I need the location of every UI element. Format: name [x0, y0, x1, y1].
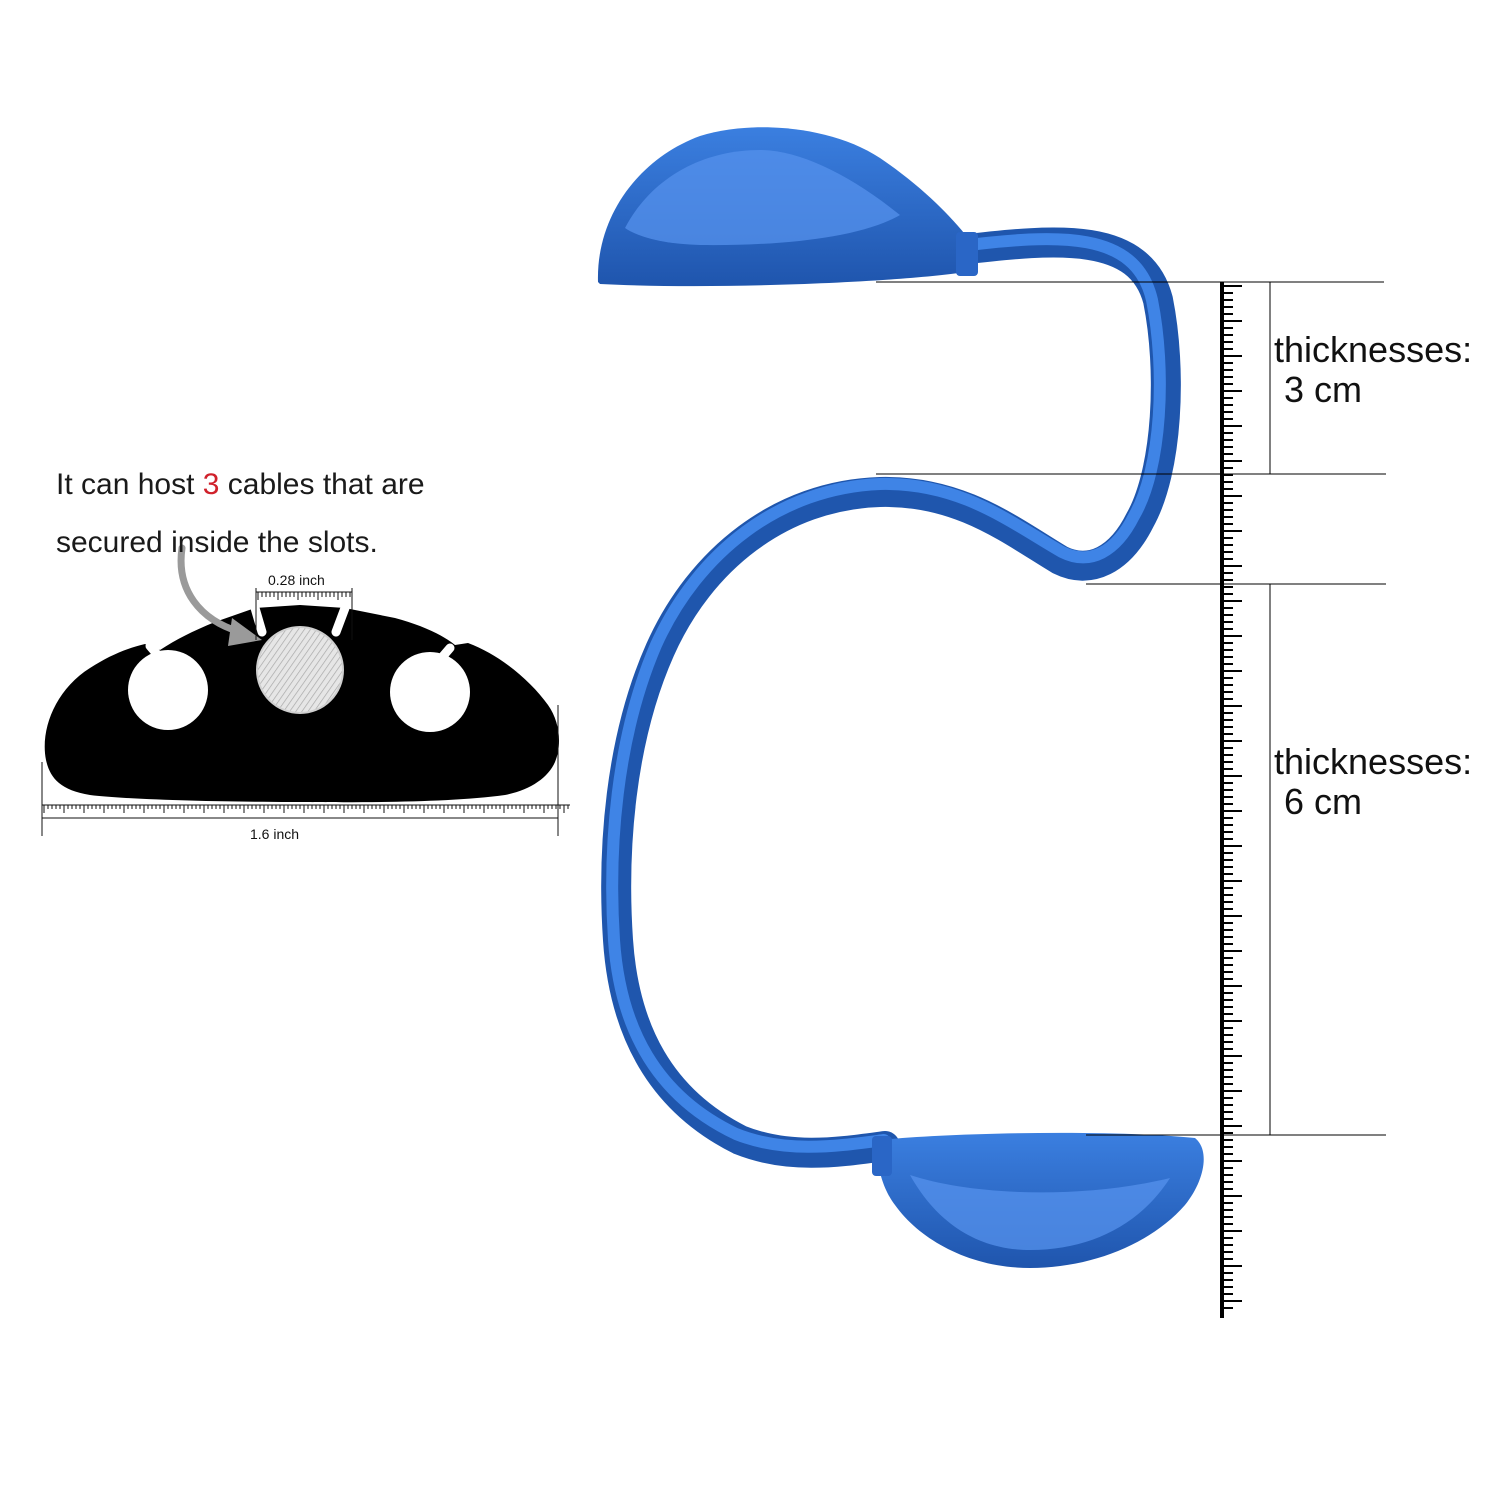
- base-width-ruler: [41, 705, 570, 836]
- cable-holder-silhouette: [44, 603, 560, 803]
- thickness-label-bottom: thicknesses: 6 cm: [1274, 741, 1473, 822]
- thickness-value-top: 3 cm: [1284, 369, 1363, 410]
- slot-width-label: 0.28 inch: [268, 572, 325, 588]
- measurement-ruler: [876, 281, 1386, 1318]
- slot-width-ruler: [255, 588, 353, 640]
- base-width-label: 1.6 inch: [250, 826, 300, 842]
- caption-line-1: It can host 3 cables that are: [56, 468, 425, 501]
- blue-flexible-holder: [597, 127, 1204, 1268]
- thickness-label-top: thicknesses: 3 cm: [1274, 329, 1473, 410]
- cable-count: 3: [202, 468, 220, 501]
- thickness-value-bottom: 6 cm: [1284, 781, 1363, 822]
- caption-line-2: secured inside the slots.: [56, 526, 378, 559]
- arrow-icon: [177, 544, 262, 646]
- cable-icon: [256, 626, 344, 714]
- caption: It can host 3 cables that are secured in…: [56, 456, 516, 572]
